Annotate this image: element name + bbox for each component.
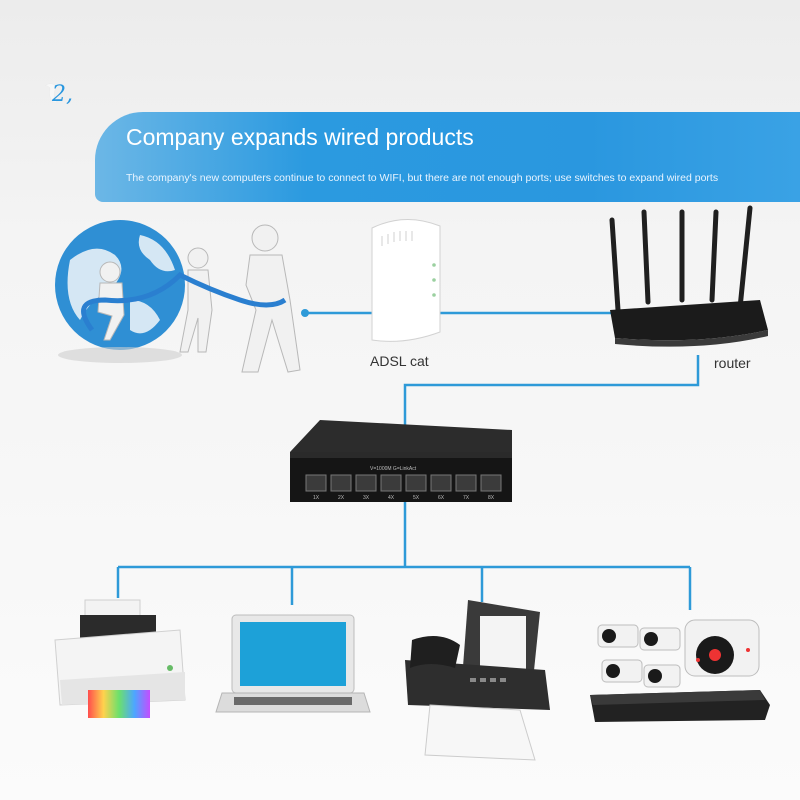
port-label: 6X — [438, 495, 445, 501]
switch-text: V=1000M G=LinkAct — [370, 466, 417, 472]
port-label: 3X — [363, 495, 370, 501]
fax-machine-icon — [405, 600, 550, 761]
network-switch-icon: V=1000M G=LinkAct 1X 2X 3X 4X 5X 6X 7X 8… — [290, 420, 512, 502]
router-label: router — [714, 355, 751, 371]
wireless-router-icon — [609, 205, 768, 347]
security-camera-system-icon — [590, 619, 770, 722]
switch-ports — [305, 474, 502, 492]
port-label: 4X — [388, 495, 395, 501]
port-label: 2X — [338, 495, 345, 501]
step-number: 2, — [52, 82, 73, 107]
title-banner — [95, 112, 800, 202]
laptop-icon — [215, 614, 371, 713]
banner-subtitle: The company's new computers continue to … — [126, 172, 719, 184]
port-label: 8X — [488, 495, 495, 501]
port-label: 5X — [413, 495, 420, 501]
port-label: 1X — [313, 495, 320, 501]
internet-connector-dot — [301, 309, 309, 317]
adsl-modem-icon — [371, 218, 441, 342]
globe-internet-icon — [55, 220, 301, 373]
banner-title: Company expands wired products — [126, 124, 474, 150]
adsl-modem-label: ADSL cat — [370, 353, 429, 369]
step-badge — [45, 83, 58, 103]
printer-icon — [54, 599, 186, 718]
connection-lines — [116, 311, 700, 610]
port-label: 7X — [463, 495, 470, 501]
